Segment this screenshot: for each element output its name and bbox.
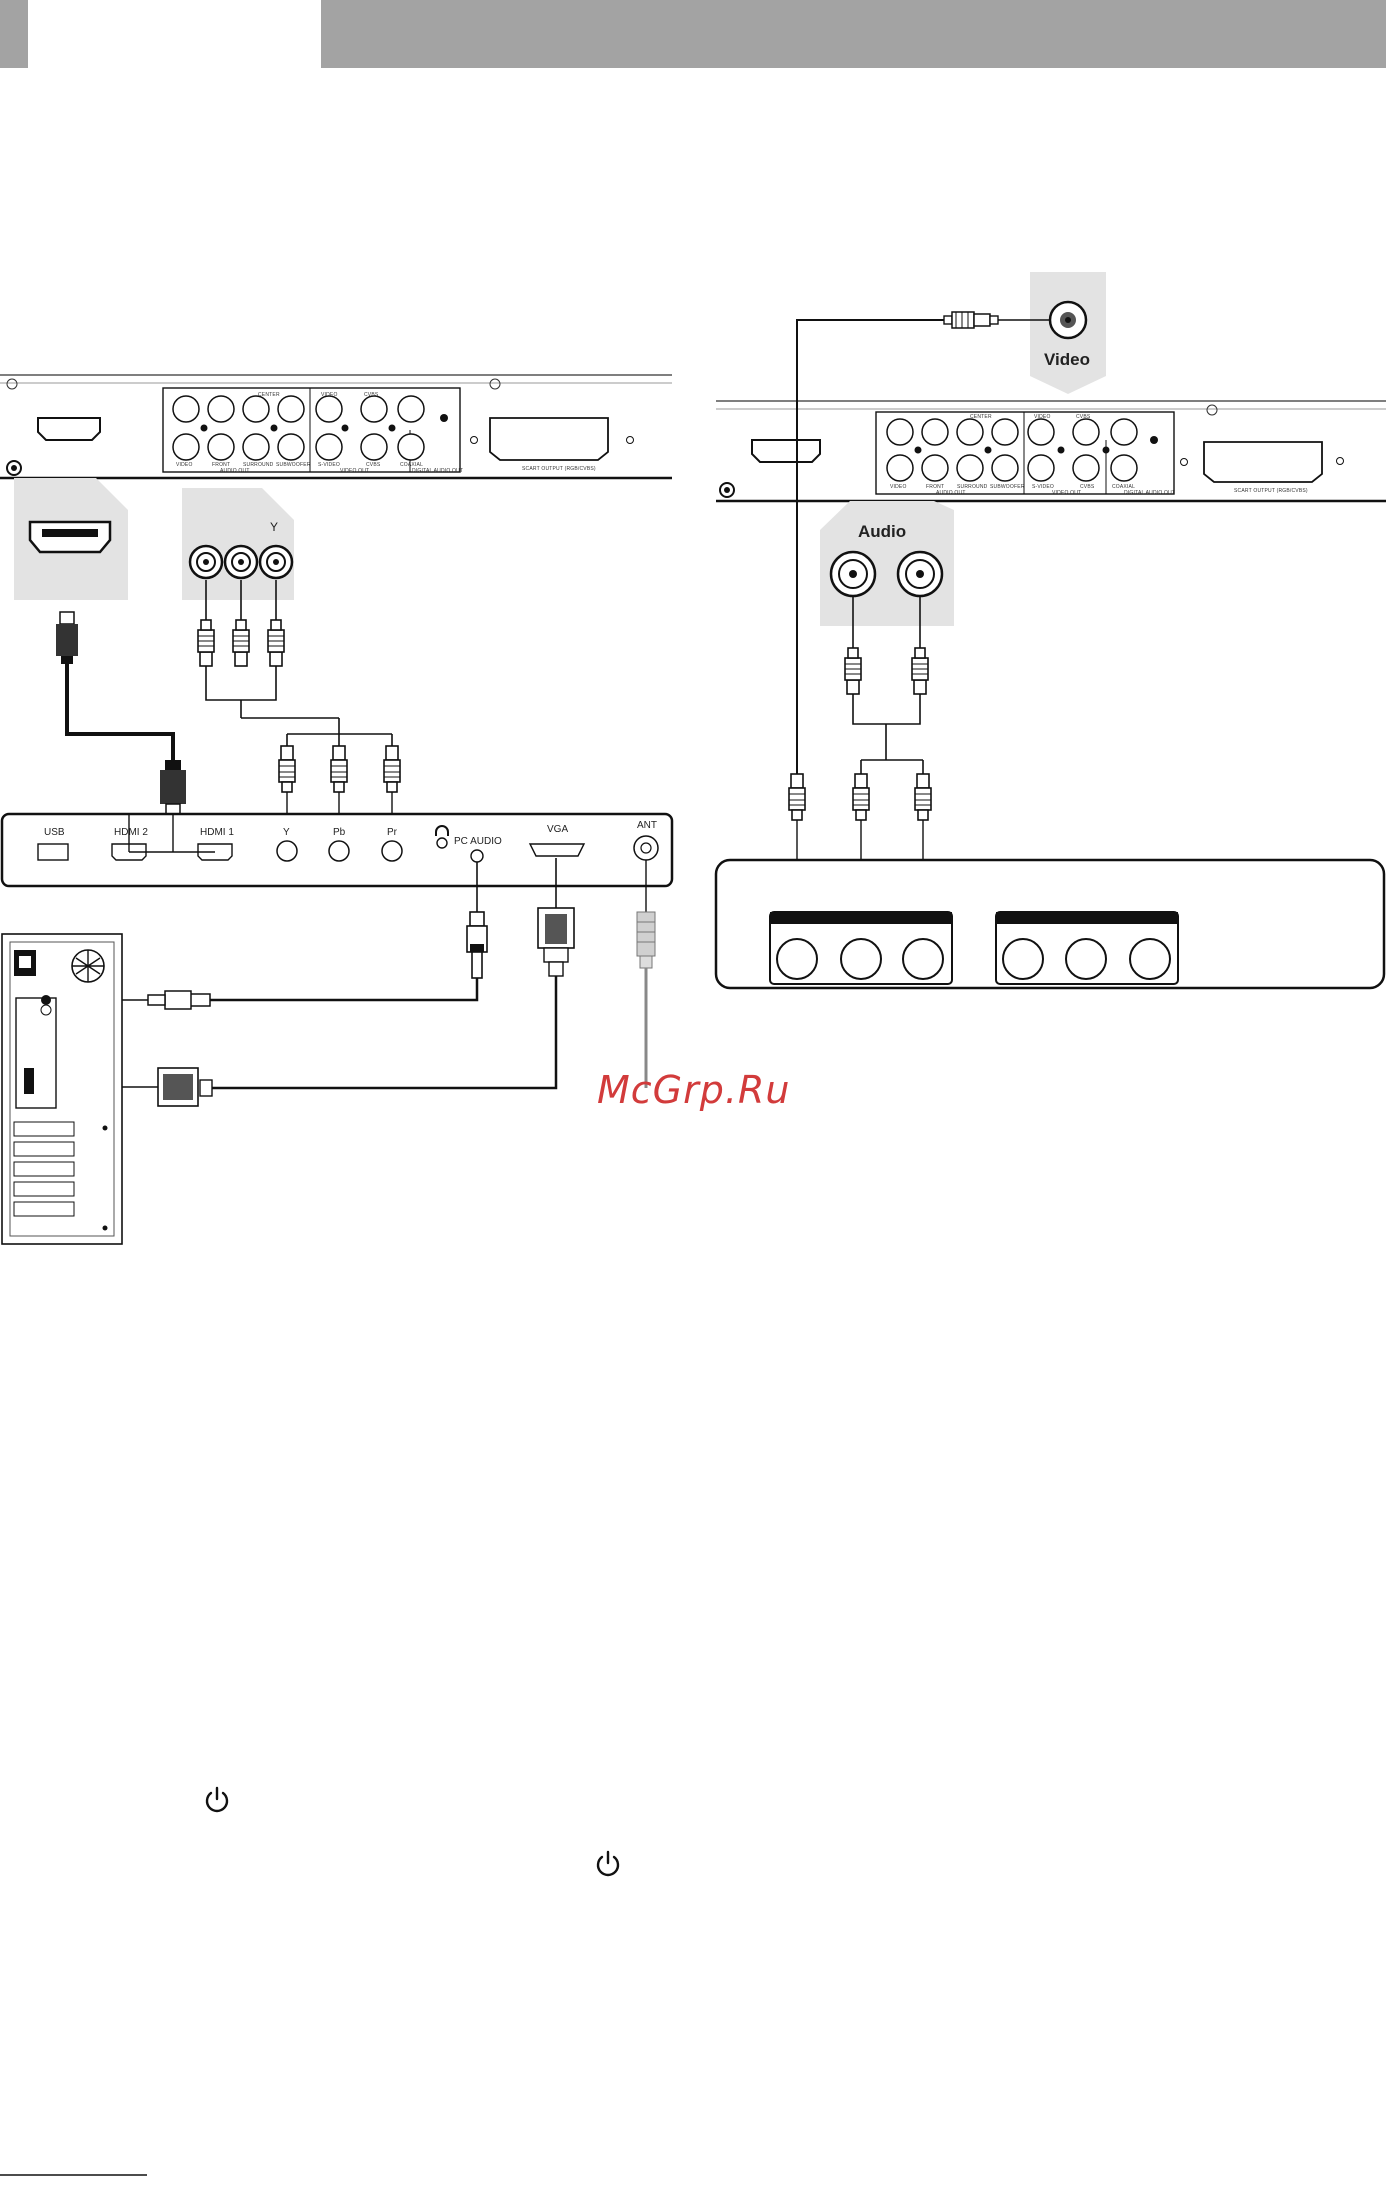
dvd-right-coaxial: COAXIAL — [1112, 484, 1136, 490]
dvd-left-scart: SCART OUTPUT (RGB/CVBS) — [522, 466, 596, 472]
watermark: McGrp.Ru — [597, 1068, 791, 1112]
dvd-left-subwoofer: SUBWOOFER — [276, 462, 311, 468]
pc-audio-cable — [50, 862, 488, 1010]
power-icon — [205, 1786, 229, 1813]
dvd-right-surround: SURROUND — [957, 484, 988, 490]
dvd-right-front: FRONT — [926, 484, 945, 490]
video-callout — [1030, 272, 1106, 394]
dvd-left-digital-out: DIGITAL AUDIO OUT — [412, 468, 464, 474]
dvd-player-right — [716, 400, 1386, 503]
dvd-left-cvbs-top: CVBS — [364, 392, 379, 398]
dvd-right-svideo: S-VIDEO — [1032, 484, 1054, 490]
label-pc-audio: PC AUDIO — [454, 836, 502, 847]
dvd-left-svideo: S-VIDEO — [318, 462, 340, 468]
dvd-right-digital-out: DIGITAL AUDIO OUT — [1124, 490, 1176, 496]
audio-callout — [820, 501, 954, 626]
dvd-right-video: VIDEO — [1034, 414, 1051, 420]
label-vga: VGA — [547, 824, 569, 835]
dvd-left-front: FRONT — [212, 462, 231, 468]
label-video: Video — [1044, 350, 1090, 369]
label-audio: Audio — [858, 522, 907, 541]
tv-input-panel — [0, 812, 674, 888]
label-pb: Pb — [333, 827, 346, 838]
dvd-right-scart: SCART OUTPUT (RGB/CVBS) — [1234, 488, 1308, 494]
label-hdmi1: HDMI 1 — [200, 827, 234, 838]
dvd-right-cvbs-top: CVBS — [1076, 414, 1091, 420]
vga-cable — [38, 858, 575, 1107]
label-component-y: Y — [270, 520, 279, 534]
dvd-right-video-b: VIDEO — [890, 484, 907, 490]
dvd-right-subwoofer: SUBWOOFER — [990, 484, 1025, 490]
dvd-right-cvbs: CVBS — [1080, 484, 1095, 490]
tv-av-input-panel — [714, 858, 1386, 990]
component-callout — [182, 488, 294, 600]
dvd-right-center: CENTER — [970, 414, 992, 420]
label-ant: ANT — [637, 820, 657, 831]
label-hdmi2: HDMI 2 — [114, 827, 148, 838]
label-usb: USB — [44, 827, 65, 838]
dvd-right-audio-out: AUDIO OUT — [936, 490, 966, 496]
dvd-left-surround: SURROUND — [243, 462, 274, 468]
dvd-left-audio-out: AUDIO OUT — [220, 468, 250, 474]
dvd-left-video: VIDEO — [321, 392, 338, 398]
dvd-left-coaxial: COAXIAL — [400, 462, 424, 468]
dvd-left-video-out: VIDEO OUT — [340, 468, 370, 474]
hdmi-cable — [56, 611, 186, 815]
dvd-right-video-out: VIDEO OUT — [1052, 490, 1082, 496]
dvd-left-cvbs: CVBS — [366, 462, 381, 468]
dvd-player-left — [0, 374, 672, 480]
label-pr: Pr — [387, 827, 397, 838]
pc-tower — [1, 933, 123, 1245]
antenna-cable — [636, 860, 656, 1088]
component-cable — [197, 580, 401, 836]
dvd-left-video-b: VIDEO — [176, 462, 193, 468]
header-bar-left — [0, 0, 28, 68]
dvd-left-center: CENTER — [258, 392, 280, 398]
power-icon — [596, 1850, 620, 1877]
hdmi-callout — [14, 478, 128, 600]
label-y: Y — [283, 827, 290, 838]
header-bar-right — [321, 0, 1386, 68]
